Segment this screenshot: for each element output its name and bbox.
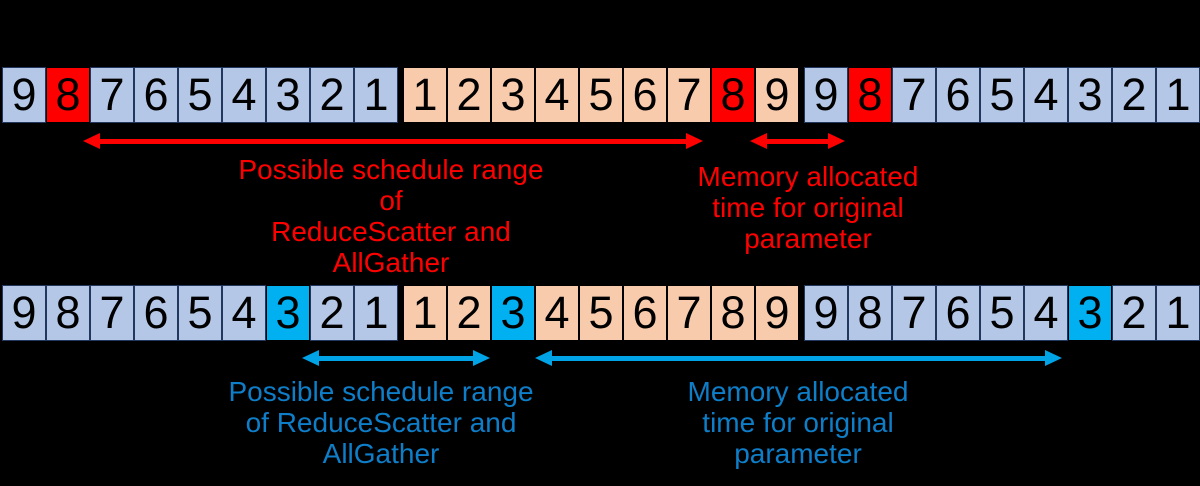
arrow-shaft — [96, 138, 690, 144]
timeline-cell: 3 — [491, 285, 535, 341]
timeline-cell: 3 — [266, 285, 310, 341]
timeline-cell: 1 — [403, 67, 447, 123]
schedule-range-arrow-top — [83, 133, 703, 149]
timeline-cell: 5 — [178, 67, 222, 123]
schedule-range-arrow-bottom — [302, 350, 490, 366]
timeline-cell: 6 — [936, 285, 980, 341]
timeline-cell: 4 — [535, 285, 579, 341]
arrow-shaft — [763, 138, 832, 144]
timeline-cell: 7 — [892, 67, 936, 123]
timeline-cell: 2 — [310, 285, 354, 341]
timeline-cell: 1 — [354, 285, 398, 341]
timeline-cell: 9 — [755, 285, 799, 341]
timeline-cell: 7 — [892, 285, 936, 341]
arrow-left-head-icon — [750, 133, 767, 149]
timeline-cell: 8 — [711, 67, 755, 123]
timeline-cell: 9 — [2, 285, 46, 341]
memory-allocated-label-top: Memory allocated time for original param… — [697, 161, 919, 254]
timeline-cell: 4 — [1024, 67, 1068, 123]
timeline-cell: 5 — [980, 285, 1024, 341]
timeline-cell: 6 — [623, 67, 667, 123]
timeline-cell: 6 — [134, 285, 178, 341]
timeline-cell: 6 — [623, 285, 667, 341]
schedule-range-label-bottom: Possible schedule range of ReduceScatter… — [228, 376, 534, 469]
memory-allocated-label-bottom: Memory allocated time for original param… — [687, 376, 909, 469]
timeline-cell: 2 — [1112, 285, 1156, 341]
arrow-right-head-icon — [686, 133, 703, 149]
timeline-cell: 2 — [447, 285, 491, 341]
timeline-cell: 7 — [667, 67, 711, 123]
timeline-cell: 8 — [848, 67, 892, 123]
arrow-shaft — [315, 355, 477, 361]
arrow-right-head-icon — [828, 133, 845, 149]
timeline-cell: 7 — [90, 67, 134, 123]
timeline-cell: 1 — [354, 67, 398, 123]
timeline-cell: 8 — [46, 67, 90, 123]
timeline-cell: 3 — [1068, 285, 1112, 341]
timeline-cell: 8 — [46, 285, 90, 341]
timeline-cell: 8 — [848, 285, 892, 341]
timeline-cell: 4 — [222, 285, 266, 341]
timeline-cell: 1 — [1156, 285, 1200, 341]
arrow-right-head-icon — [1045, 350, 1062, 366]
arrow-left-head-icon — [535, 350, 552, 366]
timeline-cell: 8 — [711, 285, 755, 341]
timeline-cell: 5 — [579, 67, 623, 123]
timeline-cell: 1 — [1156, 67, 1200, 123]
timeline-cell: 2 — [447, 67, 491, 123]
timeline-cell: 9 — [804, 285, 848, 341]
timeline-cell: 9 — [755, 67, 799, 123]
timeline-cell: 9 — [804, 67, 848, 123]
timeline-cell: 7 — [90, 285, 134, 341]
arrow-right-head-icon — [473, 350, 490, 366]
timeline-cell: 5 — [178, 285, 222, 341]
timeline-cell: 1 — [403, 285, 447, 341]
timeline-cell: 4 — [1024, 285, 1068, 341]
arrow-shaft — [548, 355, 1049, 361]
schedule-range-label-top: Possible schedule range of ReduceScatter… — [238, 154, 544, 278]
timeline-cell: 3 — [266, 67, 310, 123]
timeline-cell: 3 — [1068, 67, 1112, 123]
timeline-cell: 5 — [980, 67, 1024, 123]
timeline-cell: 5 — [579, 285, 623, 341]
timeline-cell: 3 — [491, 67, 535, 123]
timeline-cell: 4 — [222, 67, 266, 123]
timeline-cell: 7 — [667, 285, 711, 341]
timeline-cell: 2 — [310, 67, 354, 123]
arrow-left-head-icon — [302, 350, 319, 366]
timeline-cell: 9 — [2, 67, 46, 123]
timeline-cell: 6 — [134, 67, 178, 123]
timeline-cell: 4 — [535, 67, 579, 123]
timeline-cell: 2 — [1112, 67, 1156, 123]
memory-allocated-arrow-bottom — [535, 350, 1062, 366]
memory-allocated-arrow-top — [750, 133, 845, 149]
timeline-cell: 6 — [936, 67, 980, 123]
arrow-left-head-icon — [83, 133, 100, 149]
